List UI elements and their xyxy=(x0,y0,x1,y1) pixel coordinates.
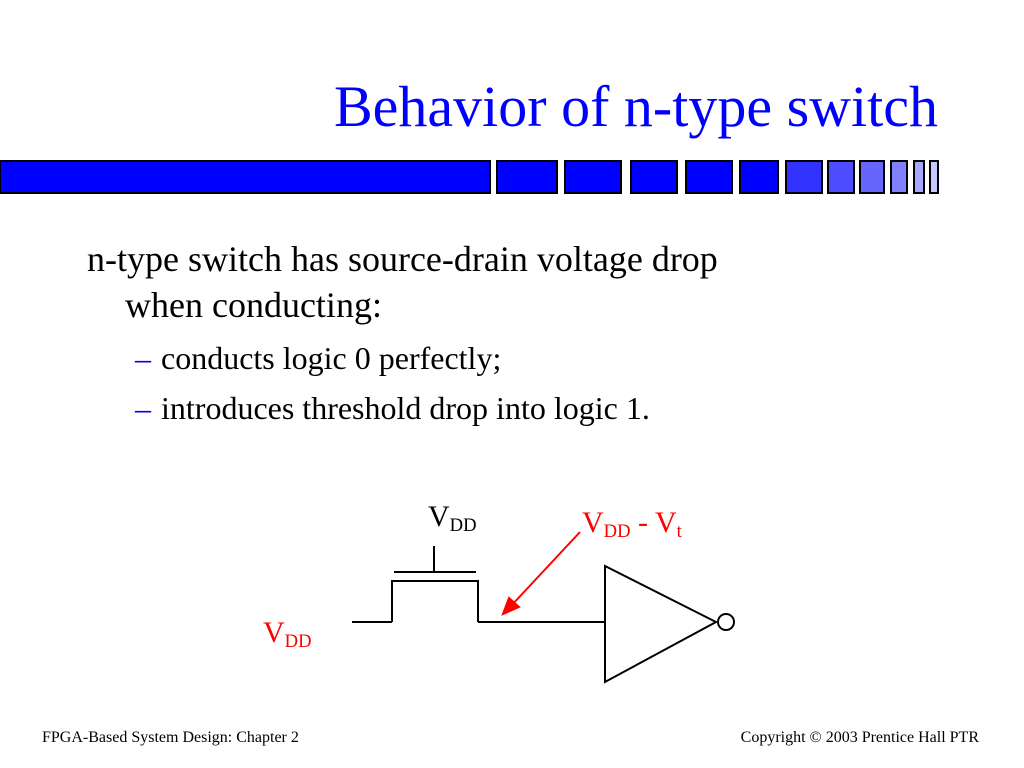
sub-bullet-text: introduces threshold drop into logic 1. xyxy=(161,390,650,426)
output-voltage-label: VDD - Vt xyxy=(582,508,682,542)
bar-block xyxy=(739,160,779,194)
gate-vdd-label: VDD xyxy=(428,502,477,536)
bar-block xyxy=(913,160,925,194)
gate-vdd-sub: DD xyxy=(449,515,477,537)
inverter-bubble xyxy=(717,613,735,631)
bar-block xyxy=(827,160,855,194)
annotation-arrow xyxy=(509,531,581,608)
output-vt-sub: t xyxy=(676,521,682,543)
bar-block xyxy=(630,160,678,194)
sub-bullet: –introduces threshold drop into logic 1. xyxy=(135,388,927,428)
input-vdd-sub: DD xyxy=(284,631,312,653)
gate-vdd-main: V xyxy=(428,500,450,533)
main-bullet: n-type switch has source-drain voltage d… xyxy=(87,236,927,328)
sub-bullet-text: conducts logic 0 perfectly; xyxy=(161,340,502,376)
bar-block xyxy=(929,160,939,194)
footer-copyright: Copyright © 2003 Prentice Hall PTR xyxy=(740,729,979,746)
bar-block xyxy=(496,160,558,194)
bar-block-long xyxy=(0,160,491,194)
inverter-triangle xyxy=(604,564,719,684)
main-bullet-line-1: n-type switch has source-drain voltage d… xyxy=(87,239,718,279)
bar-block xyxy=(564,160,622,194)
footer-chapter: FPGA-Based System Design: Chapter 2 xyxy=(42,729,299,746)
bar-block xyxy=(890,160,908,194)
slide-body: n-type switch has source-drain voltage d… xyxy=(87,236,927,428)
annotation-arrowhead xyxy=(501,596,521,616)
dash-bullet-icon: – xyxy=(135,340,151,376)
output-minus-vt: - V xyxy=(630,506,677,539)
output-v-main: V xyxy=(582,506,604,539)
main-bullet-line-2: when conducting: xyxy=(125,285,382,325)
input-vdd-label: VDD xyxy=(263,618,312,652)
bar-block xyxy=(685,160,733,194)
bar-block xyxy=(785,160,823,194)
source-lead xyxy=(391,580,432,622)
input-vdd-main: V xyxy=(263,616,285,649)
sub-bullet: –conducts logic 0 perfectly; xyxy=(135,338,927,378)
dash-bullet-icon: – xyxy=(135,390,151,426)
slide-title: Behavior of n-type switch xyxy=(333,74,938,139)
drain-lead xyxy=(432,580,479,622)
decorative-block-bar xyxy=(0,160,939,194)
bar-block xyxy=(859,160,885,194)
output-v-sub: DD xyxy=(603,521,631,543)
